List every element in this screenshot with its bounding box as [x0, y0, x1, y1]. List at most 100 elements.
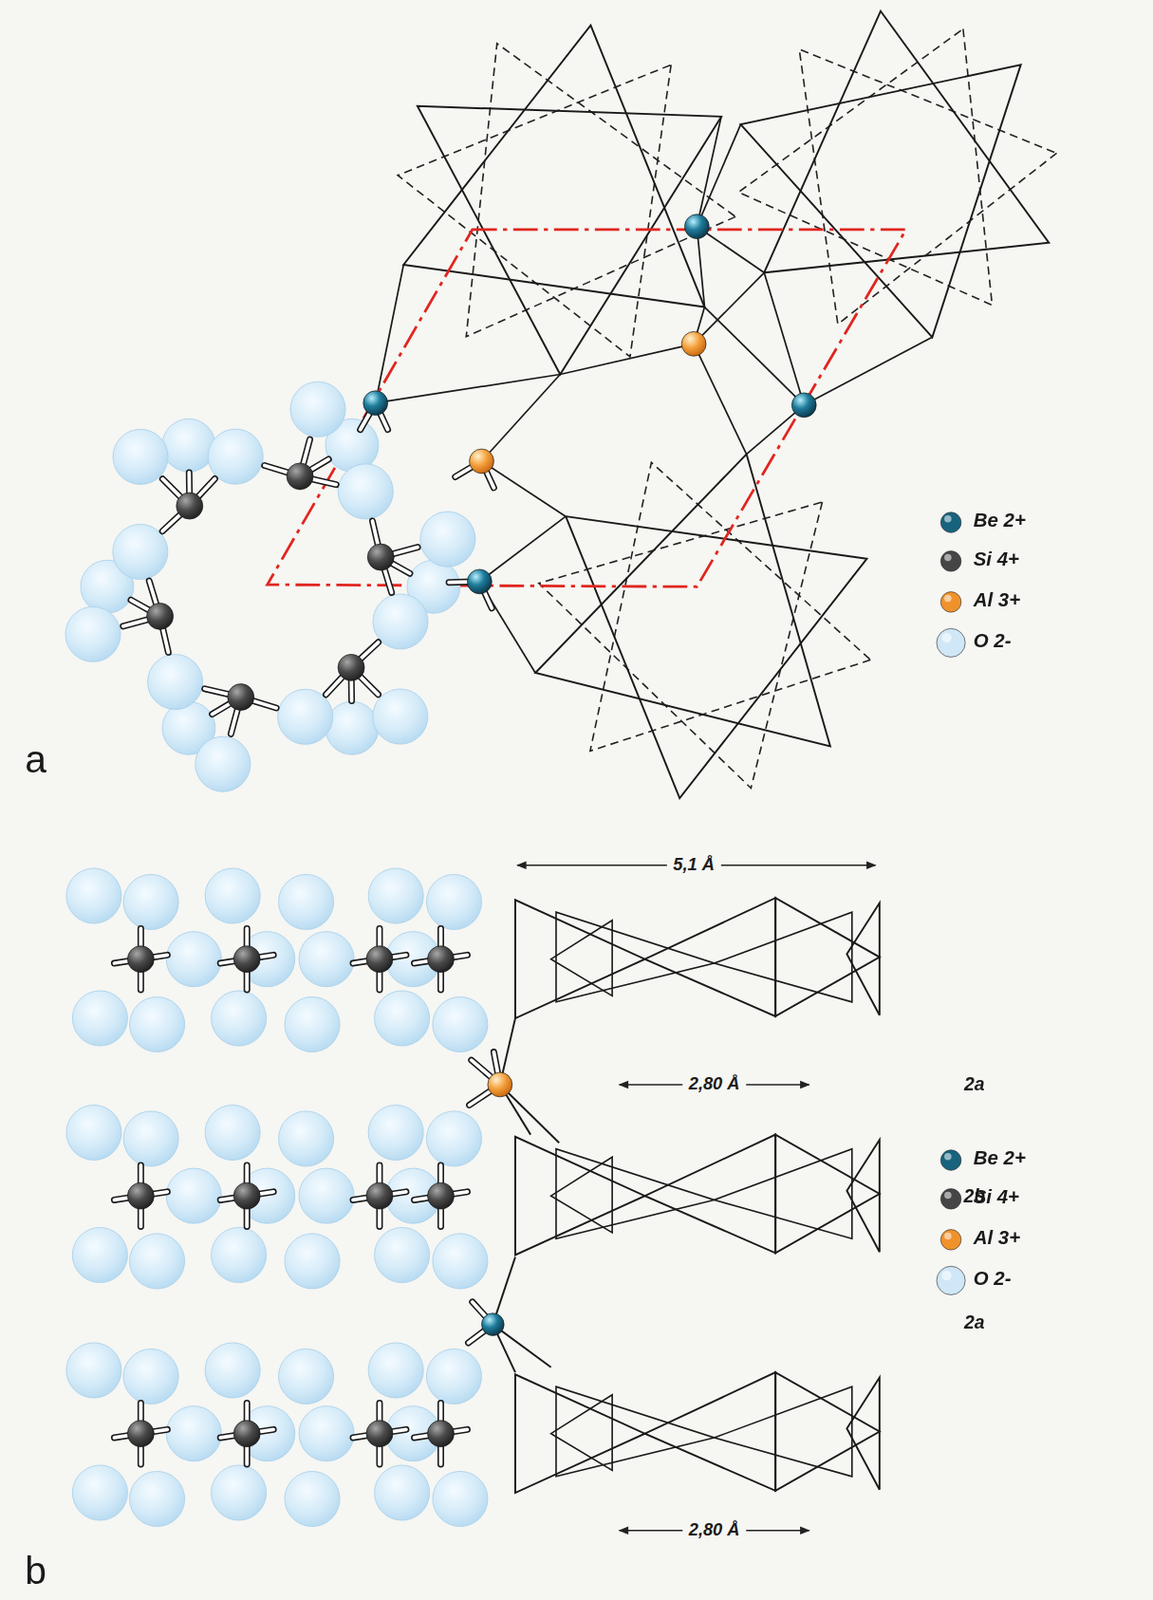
oxygen-ion	[284, 1233, 340, 1289]
oxygen-ion	[278, 1348, 335, 1404]
oxygen-ion	[123, 1348, 179, 1404]
si-ion	[233, 946, 261, 973]
si-ion	[367, 543, 394, 571]
dimension-label: 2,80 Å	[682, 1074, 746, 1096]
legend-text: Be 2+	[973, 1147, 1026, 1171]
tetrahedron-front	[763, 11, 1049, 274]
be-ion	[363, 390, 389, 416]
dimension-label: 2,80 Å	[682, 1520, 746, 1542]
si-ion	[127, 1420, 154, 1448]
be-ion	[481, 1313, 504, 1337]
be-ion	[684, 214, 709, 240]
oxygen-ion	[368, 1342, 424, 1398]
legend-swatches	[936, 512, 966, 1296]
framework-line	[559, 343, 694, 374]
al-ion	[681, 331, 707, 356]
legend-text: O 2-	[973, 629, 1012, 652]
oxygen-ion	[426, 874, 482, 930]
oxygen-ion	[166, 1168, 222, 1224]
tetrahedron-front	[417, 106, 722, 375]
si-ion	[176, 492, 204, 520]
framework-line	[479, 581, 536, 673]
oxygen-ion	[325, 701, 379, 755]
legend-swatch	[936, 628, 966, 657]
oxygen-ion	[148, 654, 204, 710]
oxygen-ion	[290, 381, 346, 437]
oxygen-ion	[278, 1111, 335, 1167]
swatch-highlight	[944, 595, 952, 603]
panel-a-art	[65, 11, 1058, 799]
dimension-lines	[517, 865, 875, 1531]
oxygen-ion	[162, 418, 216, 472]
framework-line	[479, 516, 566, 582]
swatch-highlight	[944, 1153, 952, 1161]
framework-line	[696, 116, 722, 227]
swatch-highlight	[944, 554, 952, 562]
legend-swatch	[940, 1150, 962, 1172]
tetrahedron-back	[714, 911, 853, 1003]
oxygen-ion	[166, 931, 222, 987]
swatch-highlight	[944, 1232, 952, 1241]
layer-label: 2a	[964, 1312, 986, 1335]
swatch-highlight	[944, 515, 952, 523]
oxygen-ion	[112, 428, 168, 484]
oxygen-ion	[204, 868, 261, 924]
oxygen-ion	[123, 874, 179, 930]
oxygen-ion	[72, 1465, 128, 1521]
oxygen-ion	[204, 1104, 261, 1160]
si-ion	[366, 1182, 393, 1209]
oxygen-ion	[204, 1342, 261, 1398]
tetrahedron-back	[397, 64, 671, 357]
si-ion	[427, 946, 455, 973]
oxygen-ion	[211, 1465, 267, 1521]
legend-text: Si 4+	[973, 547, 1020, 571]
oxygen-ion	[426, 1111, 482, 1167]
oxygen-ion	[284, 996, 340, 1052]
al-ion	[487, 1072, 513, 1098]
tetrahedron-front	[515, 1136, 646, 1256]
oxygen-ion	[298, 931, 354, 987]
framework-line	[693, 272, 764, 344]
tetrahedron-front	[515, 1374, 646, 1493]
si-ion	[427, 1182, 455, 1209]
tetrahedron-back	[551, 1394, 614, 1471]
tetrahedron-front	[565, 516, 867, 799]
be-ion	[466, 569, 492, 595]
legend-swatch	[936, 1265, 966, 1295]
tetrahedron-front	[645, 897, 777, 1017]
framework-line	[481, 373, 560, 462]
framework-line	[803, 336, 932, 406]
dimension-label: 5,1 Å	[667, 855, 722, 876]
legend-text: Be 2+	[973, 509, 1026, 533]
legend-swatch	[940, 1229, 962, 1251]
oxygen-ion	[66, 1104, 122, 1160]
oxygen-ion	[211, 1227, 267, 1283]
oxygen-ion	[368, 868, 424, 924]
legend-text: O 2-	[973, 1266, 1012, 1290]
tetrahedron-front	[535, 454, 831, 747]
si-ion	[227, 684, 255, 711]
oxygen-ion	[432, 1470, 488, 1526]
oxygen-ion	[66, 1342, 122, 1398]
unit-cell	[267, 229, 907, 587]
oxygen-ion	[374, 1227, 430, 1283]
oxygen-ion	[130, 996, 186, 1052]
legend-text: Al 3+	[973, 588, 1021, 612]
oxygen-ion	[432, 1233, 488, 1289]
tetrahedron-back	[539, 502, 823, 788]
legend-swatch	[940, 551, 962, 573]
tetrahedron-back	[714, 1386, 853, 1477]
oxygen-ion	[278, 874, 335, 930]
legend-text: Al 3+	[973, 1226, 1021, 1249]
legend-text: Si 4+	[973, 1185, 1020, 1209]
tetrahedron-back	[714, 1149, 853, 1240]
oxygen-ion	[123, 1111, 179, 1167]
layer-label: 2a	[964, 1074, 986, 1097]
tetrahedron-front	[846, 1377, 879, 1490]
framework-line	[704, 307, 804, 406]
oxygen-ion	[66, 868, 122, 924]
tetrahedron-front	[645, 1134, 777, 1254]
oxygen-ion	[72, 990, 128, 1046]
